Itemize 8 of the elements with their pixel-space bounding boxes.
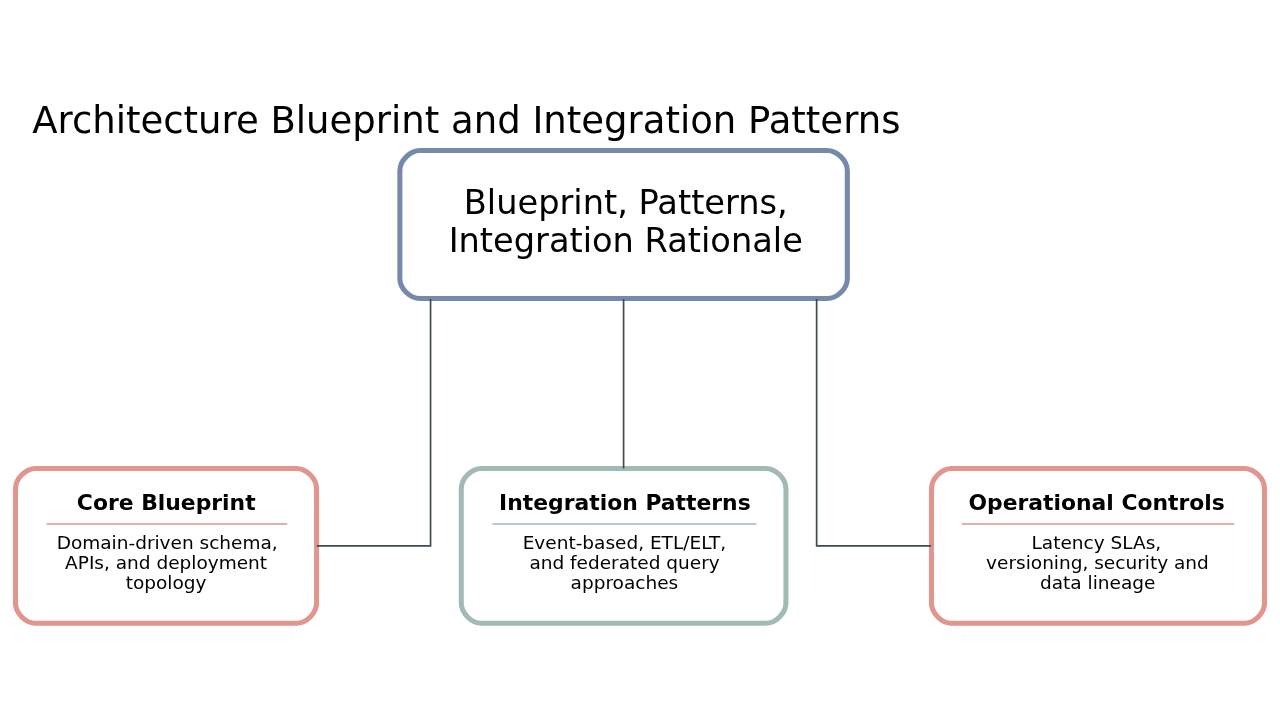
diagram-title: Architecture Blueprint and Integration Patterns [32,99,901,143]
node-box: Integration Patterns Event-based, ETL/ELT, and federated query approaches [458,465,789,626]
node-box: Operational Controls Latency SLAs, versioning, security and data lineage [928,465,1268,626]
node-box: Blueprint, Patterns, Integration Rationale [397,148,850,302]
connector [815,298,932,547]
connector [316,298,432,547]
connector [622,298,625,470]
node-box: Core Blueprint Domain-driven schema, APIs, and deployment topology [12,465,320,626]
